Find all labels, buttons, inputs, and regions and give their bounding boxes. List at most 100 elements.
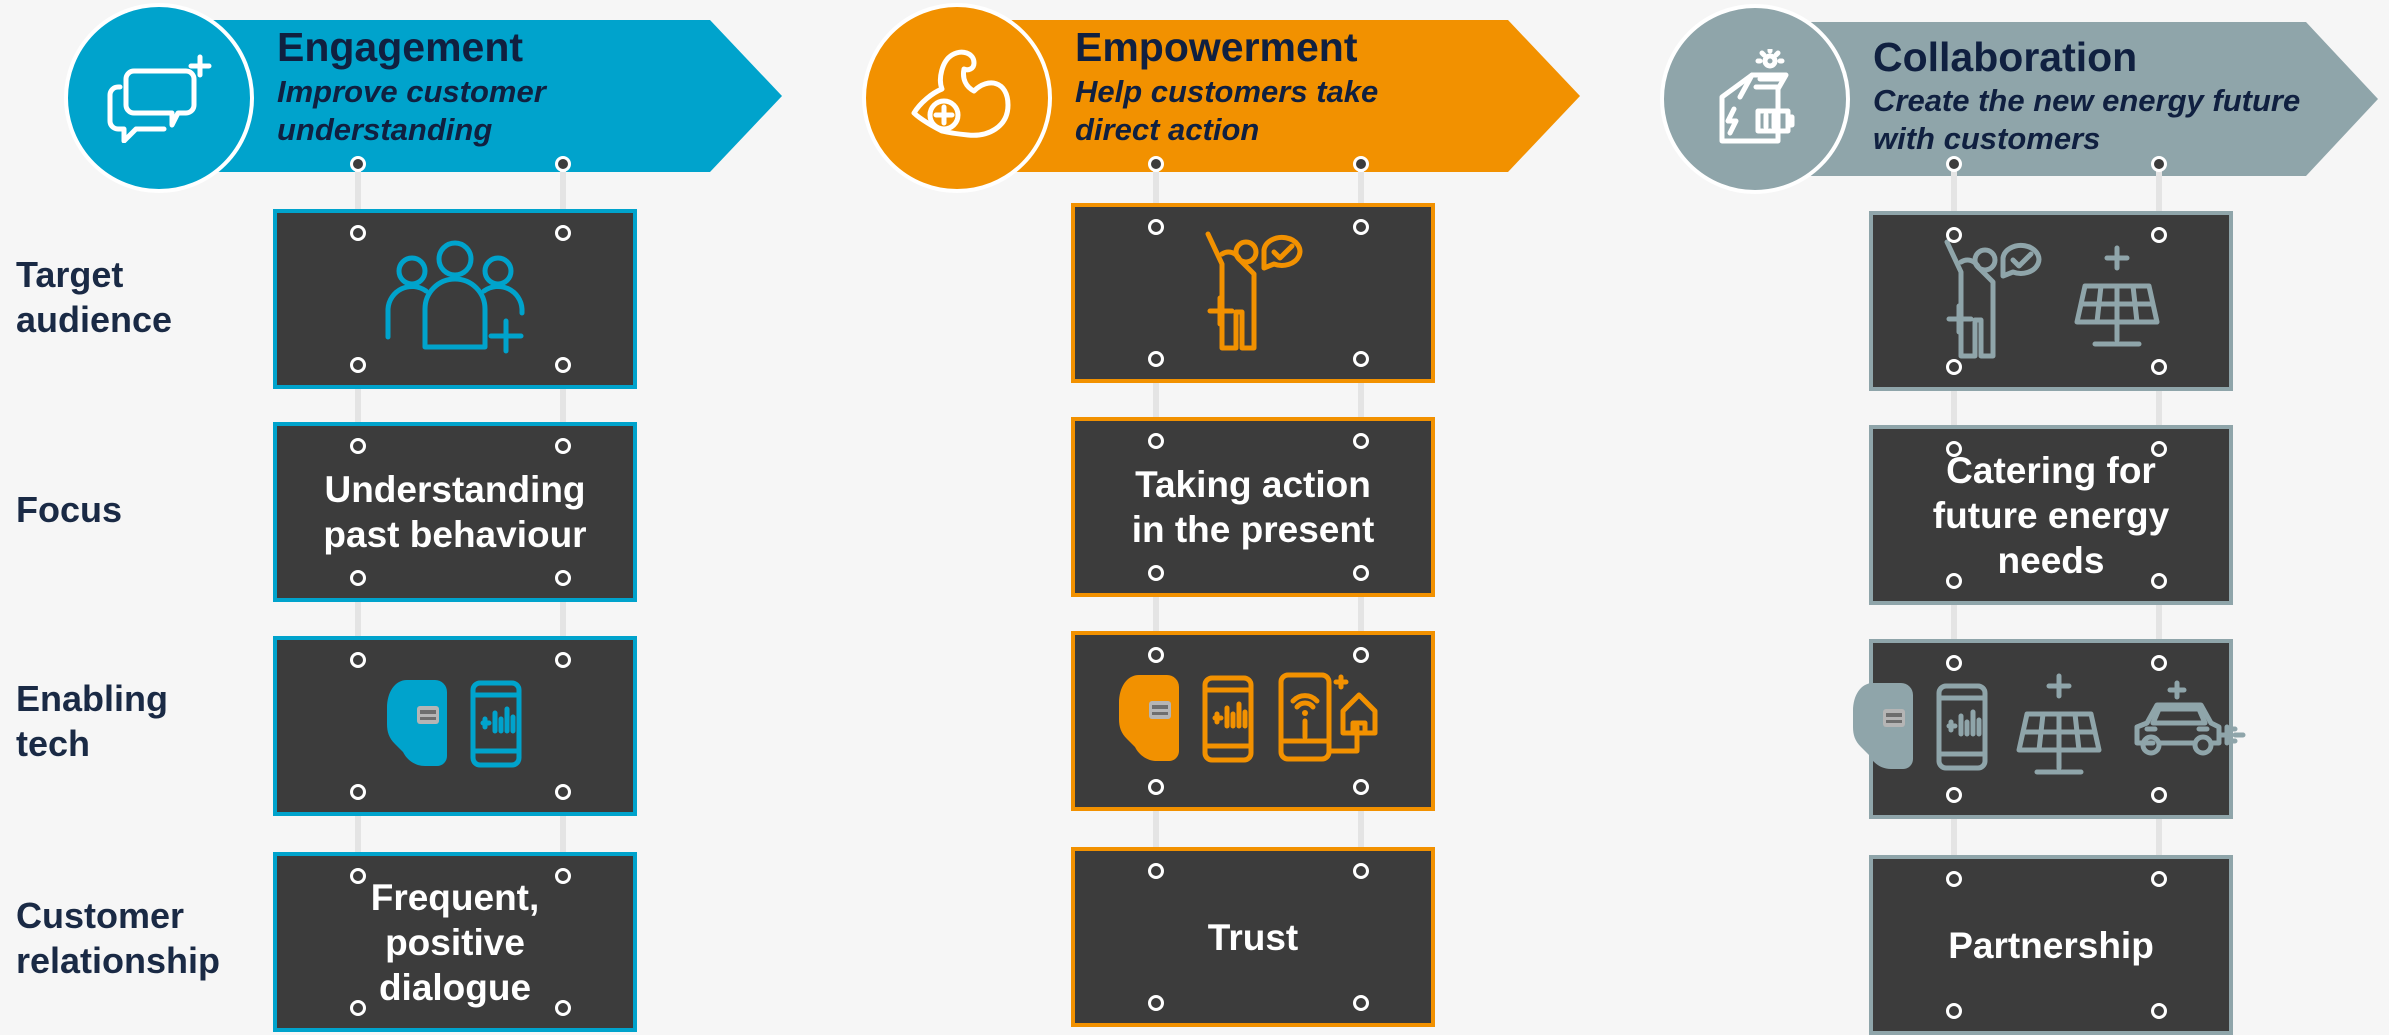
- hook-ring: [350, 225, 366, 241]
- hook-ring: [1353, 995, 1369, 1011]
- hook-ring: [555, 570, 571, 586]
- card-icons: [1198, 228, 1308, 358]
- hanging-string: [1951, 158, 1957, 233]
- hook-ring: [1148, 779, 1164, 795]
- hanging-string: [1358, 789, 1364, 869]
- hook-ring: [1148, 433, 1164, 449]
- card-text: Understanding past behaviour: [323, 469, 587, 555]
- hook-ring: [1353, 863, 1369, 879]
- people-plus-icon: [380, 237, 530, 362]
- pillar-subtitle: Help customers take direct action: [1075, 74, 1379, 147]
- electric-car-plus-icon: [2129, 679, 2249, 779]
- hook-ring: [2151, 1003, 2167, 1019]
- pillar-title: Collaboration: [1873, 34, 2138, 80]
- hanging-string: [560, 580, 566, 658]
- card-text: Catering for future energy needs: [1932, 449, 2170, 581]
- smart-meter-icon: [1853, 679, 1913, 779]
- card-icons: [1119, 671, 1387, 771]
- hanging-string: [355, 158, 361, 231]
- card-icons: [387, 676, 523, 776]
- hook-ring: [350, 438, 366, 454]
- hanging-string: [1358, 158, 1364, 225]
- row-label: Focus: [16, 489, 123, 530]
- icon-card: [273, 209, 637, 389]
- solar-panel-plus-icon: [2011, 672, 2107, 787]
- hook-ring: [1148, 156, 1164, 172]
- hanging-string: [2156, 797, 2162, 877]
- text-card: Trust: [1071, 847, 1435, 1027]
- icon-card: [1869, 211, 2233, 391]
- pillar-title: Empowerment: [1075, 24, 1358, 70]
- hook-ring: [555, 225, 571, 241]
- hook-ring: [2151, 441, 2167, 457]
- phone-chart-icon: [469, 679, 523, 774]
- hook-ring: [1946, 156, 1962, 172]
- icon-card: [1853, 639, 2246, 819]
- hanging-string: [1153, 789, 1159, 869]
- flexed-arm-plus-icon: [862, 3, 1052, 193]
- hanging-string: [355, 367, 361, 444]
- card-text: Taking action in the present: [1131, 464, 1375, 550]
- icon-card: [1071, 631, 1435, 811]
- hook-ring: [1353, 156, 1369, 172]
- hanging-string: [2156, 369, 2162, 447]
- solar-panel-plus-icon: [2069, 244, 2165, 359]
- phone-chart-icon: [1201, 674, 1255, 769]
- chat-plus-icon: [64, 3, 254, 193]
- smart-meter-icon: [1119, 671, 1179, 771]
- row-label: Target audience: [16, 254, 173, 340]
- hanging-string: [1951, 797, 1957, 877]
- pillar-subtitle: Create the new energy future with custom…: [1873, 83, 2301, 156]
- hanging-string: [1358, 361, 1364, 439]
- person-check-icon: [1937, 236, 2047, 366]
- text-card: Frequent, positive dialogue: [273, 852, 637, 1032]
- text-card: Catering for future energy needs: [1869, 425, 2233, 605]
- hook-ring: [1353, 647, 1369, 663]
- hook-ring: [350, 357, 366, 373]
- text-card: Partnership: [1869, 855, 2233, 1035]
- card-text: Frequent, positive dialogue: [370, 876, 540, 1008]
- hook-ring: [2151, 787, 2167, 803]
- person-check-icon: [1198, 228, 1308, 358]
- solar-house-battery-icon: [1660, 4, 1850, 194]
- hook-ring: [1946, 655, 1962, 671]
- hook-ring: [1353, 219, 1369, 235]
- hanging-string: [1358, 575, 1364, 653]
- hook-ring: [1148, 995, 1164, 1011]
- hook-ring: [555, 784, 571, 800]
- text-card: Taking action in the present: [1071, 417, 1435, 597]
- hook-ring: [1148, 647, 1164, 663]
- hook-ring: [1148, 351, 1164, 367]
- hook-ring: [555, 1000, 571, 1016]
- hanging-string: [2156, 583, 2162, 661]
- row-label: Customer relationship: [16, 895, 221, 981]
- hook-ring: [1148, 863, 1164, 879]
- card-icons: [1853, 672, 2249, 787]
- hook-ring: [1353, 565, 1369, 581]
- hanging-string: [560, 367, 566, 444]
- hook-ring: [1946, 359, 1962, 375]
- hook-ring: [350, 156, 366, 172]
- hanging-string: [1951, 583, 1957, 661]
- banner-arrow: [184, 20, 782, 172]
- hanging-string: [355, 580, 361, 658]
- hook-ring: [1353, 779, 1369, 795]
- icon-card: [1071, 203, 1435, 383]
- row-label: Enabling tech: [16, 678, 168, 764]
- banner-arrow: [1780, 22, 2378, 176]
- icon-card: [273, 636, 637, 816]
- hook-ring: [350, 1000, 366, 1016]
- hook-ring: [2151, 871, 2167, 887]
- hook-ring: [1353, 351, 1369, 367]
- card-icons: [1937, 236, 2165, 366]
- hook-ring: [350, 570, 366, 586]
- text-card: Understanding past behaviour: [273, 422, 637, 602]
- hook-ring: [350, 868, 366, 884]
- hook-ring: [2151, 156, 2167, 172]
- hanging-string: [1951, 369, 1957, 447]
